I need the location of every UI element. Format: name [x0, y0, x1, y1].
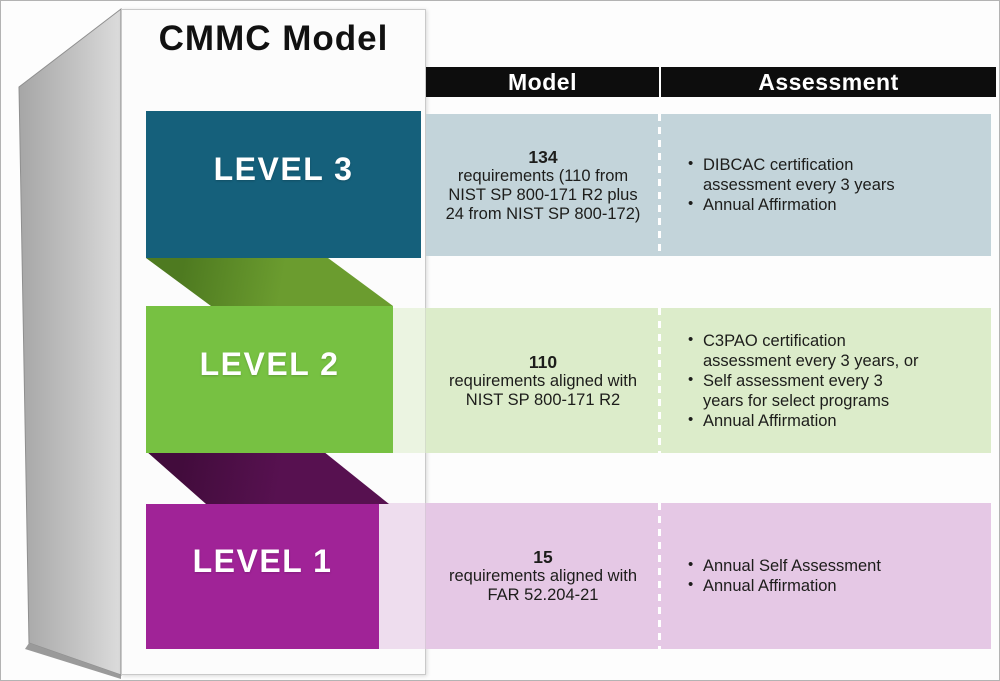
- header-column-divider: [659, 67, 661, 97]
- list-item: Annual Self Assessment: [685, 555, 925, 576]
- level-banner-3: LEVEL 3: [146, 111, 421, 258]
- assessment-list: C3PAO certification assessment every 3 y…: [661, 330, 925, 431]
- model-number: 110: [528, 351, 558, 372]
- model-cell-level3: 134 requirements (110 from NIST SP 800-1…: [426, 114, 660, 256]
- list-item: DIBCAC certification assessment every 3 …: [685, 154, 925, 195]
- level-banner-2: LEVEL 2: [146, 306, 393, 453]
- model-cell-level2: 110 requirements aligned with NIST SP 80…: [426, 308, 660, 453]
- model-number: 134: [528, 146, 558, 167]
- level-banner-1: LEVEL 1: [146, 504, 379, 649]
- page-title: CMMC Model: [158, 19, 389, 58]
- list-item: Annual Affirmation: [685, 575, 925, 596]
- level-banner-2-label: LEVEL 2: [199, 346, 340, 382]
- column-divider-level3: [658, 114, 661, 256]
- table-row-level2-overlay: [393, 308, 426, 453]
- table-row-level1-overlay: [379, 503, 426, 649]
- list-item: C3PAO certification assessment every 3 y…: [685, 330, 925, 371]
- column-divider-level1: [658, 503, 661, 649]
- model-cell-level1: 15 requirements aligned with FAR 52.204-…: [426, 503, 660, 649]
- level-banner-3-label: LEVEL 3: [213, 151, 354, 187]
- list-item: Annual Affirmation: [685, 410, 925, 431]
- column-divider-level2: [658, 308, 661, 453]
- list-item: Annual Affirmation: [685, 194, 925, 215]
- assessment-list: Annual Self Assessment Annual Affirmatio…: [661, 555, 925, 596]
- header-cell-model: Model: [426, 67, 659, 97]
- box-side-face: [18, 7, 122, 676]
- model-number: 15: [533, 547, 553, 567]
- level-banner-1-label: LEVEL 1: [192, 543, 333, 579]
- model-description: requirements aligned with FAR 52.204-21: [448, 567, 638, 604]
- assessment-cell-level2: C3PAO certification assessment every 3 y…: [661, 308, 991, 453]
- list-item: Self assessment every 3 years for select…: [685, 370, 925, 411]
- model-description: requirements (110 from NIST SP 800-171 R…: [445, 166, 641, 223]
- box-bottom-edge: [25, 643, 121, 679]
- assessment-list: DIBCAC certification assessment every 3 …: [661, 154, 925, 215]
- assessment-cell-level3: DIBCAC certification assessment every 3 …: [661, 114, 991, 256]
- assessment-cell-level1: Annual Self Assessment Annual Affirmatio…: [661, 503, 991, 649]
- header-cell-assessment: Assessment: [661, 67, 996, 97]
- model-description: requirements aligned with NIST SP 800-17…: [448, 371, 638, 409]
